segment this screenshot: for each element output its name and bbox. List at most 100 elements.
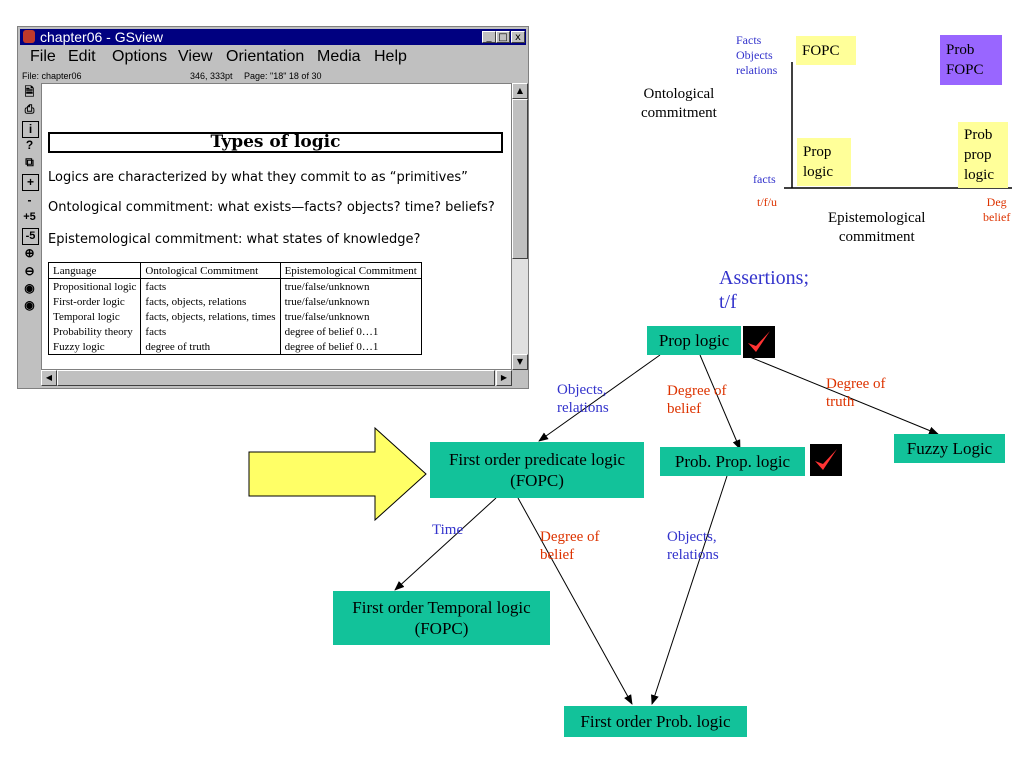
table-cell: Fuzzy logic (53, 340, 105, 353)
table-cell: true/false/unknown (279, 278, 422, 294)
table-cell: true/false/unknown (279, 294, 422, 309)
box-fopc: FOPC (796, 36, 856, 65)
table-cell: facts (140, 324, 281, 339)
preview-all-icon[interactable]: ◉ (24, 298, 35, 312)
table-row: Probability theory facts degree of belie… (49, 324, 422, 339)
box-prop-logic: Prop logic (797, 138, 851, 186)
table-header-row: Language Ontological Commitment Epistemo… (48, 262, 422, 279)
status-page: Page: "18" 18 of 30 (244, 71, 322, 81)
y-label-bottom: facts (753, 172, 776, 186)
title-bar[interactable]: chapter06 - GSview _ □ x (20, 29, 526, 45)
window-title: chapter06 - GSview (40, 29, 163, 45)
node-prop-logic: Prop logic (647, 326, 741, 355)
x-label-right: Deg belief (983, 195, 1011, 224)
scroll-down-icon[interactable]: ▼ (512, 354, 528, 370)
edge-prop-to-fopc (538, 354, 661, 442)
status-line: File: chapter06 346, 333pt Page: "18" 18… (20, 70, 526, 82)
doc-line-epistemological: Epistemological commitment: what states … (48, 232, 421, 247)
ontological-axis-title: Ontological commitment (641, 86, 717, 121)
maximize-button[interactable]: □ (496, 31, 510, 43)
edge-label-degree-belief: Degree of belief (667, 383, 727, 417)
pointer-arrow-icon (248, 426, 427, 522)
gsview-window: chapter06 - GSview _ □ x File Edit Optio… (17, 26, 529, 389)
table-header: Epistemological Commitment (279, 262, 422, 279)
status-file: File: chapter06 (22, 71, 82, 81)
vertical-scrollbar[interactable]: ▲ ▼ (512, 83, 528, 370)
scroll-up-icon[interactable]: ▲ (512, 83, 528, 99)
menu-orientation[interactable]: Orientation (226, 48, 305, 65)
menu-media[interactable]: Media (317, 48, 361, 65)
edge-probprop-to-probfo (651, 475, 728, 705)
table-cell: degree of belief 0…1 (279, 324, 422, 339)
horizontal-scroll-thumb[interactable] (57, 370, 495, 386)
document-page: Types of logic Logics are characterized … (41, 83, 512, 370)
edge-fopc-to-probfo (517, 497, 633, 705)
info-icon[interactable]: i (22, 121, 39, 138)
edge-label-objects-relations-2: Objects, relations (667, 529, 719, 563)
menu-help[interactable]: Help (374, 48, 407, 65)
minimize-button[interactable]: _ (482, 31, 496, 43)
assertions-heading: Assertions; t/f (719, 267, 809, 313)
toolbar: 🗎 ⎙ i ? ⧉ + - +5 -5 ⊕ ⊖ ◉ ◉ (20, 83, 40, 323)
vertical-scroll-thumb[interactable] (512, 99, 528, 259)
node-prob-prop-logic: Prob. Prop. logic (660, 447, 805, 476)
checkmark-icon (743, 326, 775, 358)
edge-label-degree-truth: Degree of truth (826, 376, 886, 410)
document-title: Types of logic (48, 132, 503, 153)
help-icon[interactable]: ? (25, 138, 34, 152)
table-cell: Temporal logic (53, 310, 120, 323)
zoom-out-icon[interactable]: ⊖ (24, 264, 35, 278)
table-cell: Probability theory (53, 325, 133, 338)
zoom-plus-icon[interactable]: + (22, 174, 39, 191)
table-cell: facts, objects, relations, times (140, 309, 281, 324)
table-row: Propositional logic facts true/false/unk… (49, 278, 422, 294)
minus-five-icon[interactable]: -5 (22, 228, 39, 245)
horizontal-scrollbar[interactable]: ◀ ▶ (41, 370, 512, 386)
table-row: Temporal logic facts, objects, relations… (49, 309, 422, 324)
table-cell: degree of belief 0…1 (279, 339, 422, 355)
table-cell: true/false/unknown (279, 309, 422, 324)
gsview-app-icon (23, 30, 35, 43)
print-icon[interactable]: ⎙ (24, 102, 35, 116)
node-fuzzy-logic: Fuzzy Logic (894, 434, 1005, 463)
status-coords: 346, 333pt (190, 71, 233, 81)
table-header: Language (48, 262, 141, 279)
plus-five-icon[interactable]: +5 (23, 211, 36, 223)
edge-prop-to-probprop (699, 354, 741, 450)
scroll-right-icon[interactable]: ▶ (496, 370, 512, 386)
box-prob-fopc: Prob FOPC (940, 35, 1002, 85)
edge-fopc-to-temporal (394, 497, 497, 591)
preview-icon[interactable]: ◉ (24, 281, 35, 295)
open-file-icon[interactable]: 🗎 (24, 85, 35, 99)
menu-options[interactable]: Options (112, 48, 168, 65)
table-row: Fuzzy logic degree of truth degree of be… (49, 339, 422, 355)
epistemological-axis-title: Epistemological commitment (828, 210, 926, 245)
zoom-in-icon[interactable]: ⊕ (24, 246, 35, 260)
menu-view[interactable]: View (178, 48, 213, 65)
node-temporal-logic: First order Temporal logic (FOPC) (333, 591, 550, 645)
menu-bar: File Edit Options View Orientation Media… (20, 46, 526, 68)
doc-line-primitives: Logics are characterized by what they co… (48, 170, 468, 185)
box-prob-prop-logic: Prob prop logic (958, 122, 1008, 188)
node-fopc: First order predicate logic (FOPC) (430, 442, 644, 498)
table-cell: facts (140, 278, 281, 294)
table-cell: degree of truth (140, 339, 281, 355)
node-prob-fo-logic: First order Prob. logic (564, 706, 747, 737)
edge-label-time: Time (432, 522, 464, 538)
doc-line-ontological: Ontological commitment: what exists—fact… (48, 200, 495, 215)
close-button[interactable]: x (511, 31, 525, 43)
zoom-minus-icon[interactable]: - (27, 193, 32, 207)
checkmark-icon (810, 444, 842, 476)
table-header: Ontological Commitment (140, 262, 281, 279)
table-cell: facts, objects, relations (140, 294, 281, 309)
logic-table: Language Ontological Commitment Epistemo… (48, 262, 422, 355)
edge-label-degree-belief-2: Degree of belief (540, 529, 600, 563)
table-row: First-order logic facts, objects, relati… (49, 294, 422, 309)
menu-file[interactable]: File (30, 48, 56, 65)
edge-label-objects-relations: Objects, relations (557, 382, 609, 416)
next-page-icon[interactable]: ⧉ (25, 155, 34, 169)
scroll-left-icon[interactable]: ◀ (41, 370, 57, 386)
table-cell: First-order logic (53, 295, 125, 308)
menu-edit[interactable]: Edit (68, 48, 96, 65)
